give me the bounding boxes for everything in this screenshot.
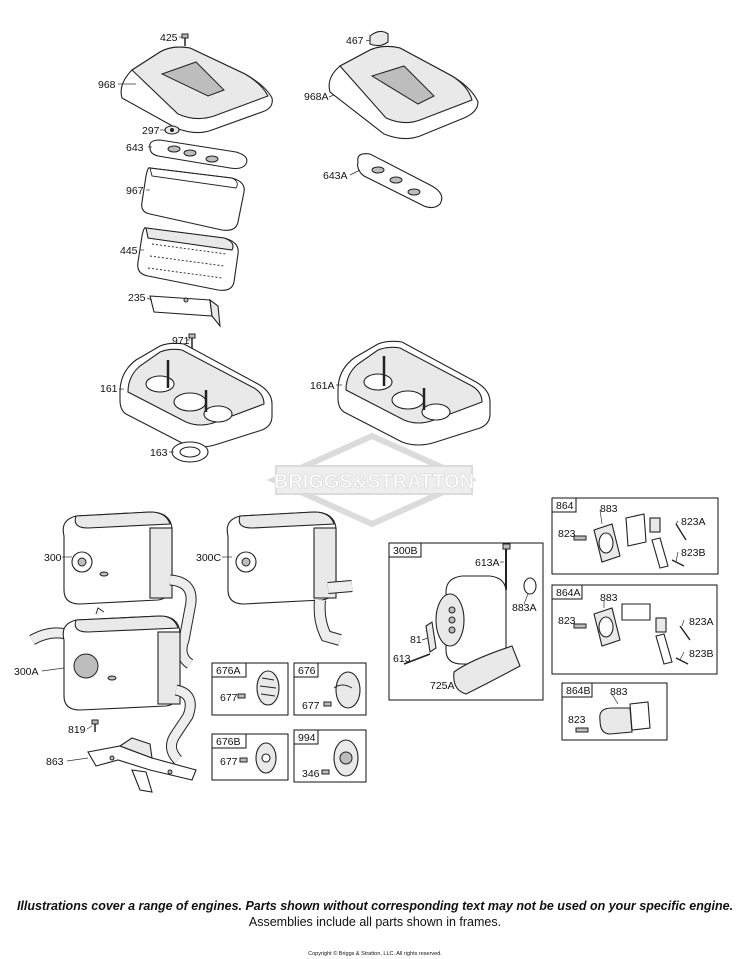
- frame-864A: 864A: [551, 584, 718, 675]
- wing-nut-297: [164, 125, 180, 135]
- plate-643A: [357, 153, 443, 209]
- callout-613: 613: [393, 653, 411, 665]
- frame-994: 994: [293, 729, 367, 783]
- callout-823A-864: 823A: [681, 516, 706, 528]
- callout-161: 161: [100, 383, 118, 395]
- assemblies-note: Assemblies include all parts shown in fr…: [248, 915, 502, 929]
- frame-label-676B: 676B: [216, 736, 241, 748]
- frame-676B: 676B: [211, 733, 289, 781]
- callout-467: 467: [346, 35, 364, 47]
- callout-823-864: 823: [558, 528, 576, 540]
- bolt-971: [188, 333, 196, 348]
- watermark-text: BRIGGS&STRATTON: [274, 471, 474, 493]
- frame-label-300B: 300B: [393, 545, 418, 557]
- frame-label-864: 864: [556, 500, 574, 512]
- callout-863: 863: [46, 756, 64, 768]
- callout-823-864A: 823: [558, 615, 576, 627]
- callout-823B-864A: 823B: [689, 648, 714, 660]
- callout-300A: 300A: [14, 666, 39, 678]
- bracket-235: [149, 295, 221, 328]
- plate-643: [149, 139, 248, 170]
- callout-677-676B: 677: [220, 756, 238, 768]
- frame-label-994: 994: [298, 732, 316, 744]
- callout-235: 235: [128, 292, 146, 304]
- screw-425: [181, 33, 189, 46]
- callout-labels: 425 968 297 643 967 445 235 971 161 163 …: [14, 32, 714, 780]
- callout-819: 819: [68, 724, 86, 736]
- air-cleaner-base-161: [119, 342, 273, 448]
- air-cleaner-cover-968A: [328, 45, 479, 140]
- bracket-863: [87, 737, 197, 793]
- callout-823-864B: 823: [568, 714, 586, 726]
- briggs-stratton-watermark: BRIGGS&STRATTON: [266, 432, 478, 528]
- callout-823A-864A: 823A: [689, 616, 714, 628]
- air-cleaner-cover-968: [120, 46, 273, 134]
- muffler-300A: [29, 607, 196, 764]
- frame-label-864A: 864A: [556, 587, 581, 599]
- callout-883A: 883A: [512, 602, 537, 614]
- callout-300: 300: [44, 552, 62, 564]
- frame-label-676: 676: [298, 665, 316, 677]
- callout-81: 81: [410, 634, 422, 646]
- muffler-300C: [226, 511, 353, 646]
- disclaimer-line: Illustrations cover a range of engines. …: [16, 899, 734, 913]
- callout-346: 346: [302, 768, 320, 780]
- callout-161A: 161A: [310, 380, 335, 392]
- callout-643A: 643A: [323, 170, 348, 182]
- frame-label-676A: 676A: [216, 665, 241, 677]
- frame-864: 864: [551, 497, 719, 575]
- frame-label-864B: 864B: [566, 685, 591, 697]
- callout-968A: 968A: [304, 91, 329, 103]
- leader-lines: [41, 36, 685, 762]
- callout-677-676: 677: [302, 700, 320, 712]
- callout-883-864B: 883: [610, 686, 628, 698]
- callout-883-864: 883: [600, 503, 618, 515]
- frame-300B: 300B: [388, 542, 544, 701]
- callout-677-676A: 677: [220, 692, 238, 704]
- callout-968: 968: [98, 79, 116, 91]
- frame-676: 676: [293, 662, 367, 716]
- frame-676A: 676A: [211, 662, 289, 716]
- callout-300C: 300C: [196, 552, 222, 564]
- air-cleaner-base-161A: [337, 340, 491, 446]
- pre-cleaner-967: [141, 167, 245, 231]
- callout-823B-864: 823B: [681, 547, 706, 559]
- callout-883-864A: 883: [600, 592, 618, 604]
- gasket-163: [171, 441, 209, 463]
- callout-725A: 725A: [430, 680, 455, 692]
- callout-445: 445: [120, 245, 138, 257]
- callout-425: 425: [160, 32, 178, 44]
- air-filter-445: [137, 227, 239, 291]
- callout-163: 163: [150, 447, 168, 459]
- copyright-notice: Copyright © Briggs & Stratton, LLC. All …: [308, 951, 442, 957]
- frame-864B: 864B: [561, 682, 668, 741]
- screw-819: [91, 719, 99, 732]
- callout-643: 643: [126, 142, 144, 154]
- knob-467: [369, 30, 389, 47]
- callout-971: 971: [172, 335, 190, 347]
- callout-613A: 613A: [475, 557, 500, 569]
- callout-967: 967: [126, 185, 144, 197]
- callout-297: 297: [142, 125, 160, 137]
- muffler-300: [62, 511, 197, 669]
